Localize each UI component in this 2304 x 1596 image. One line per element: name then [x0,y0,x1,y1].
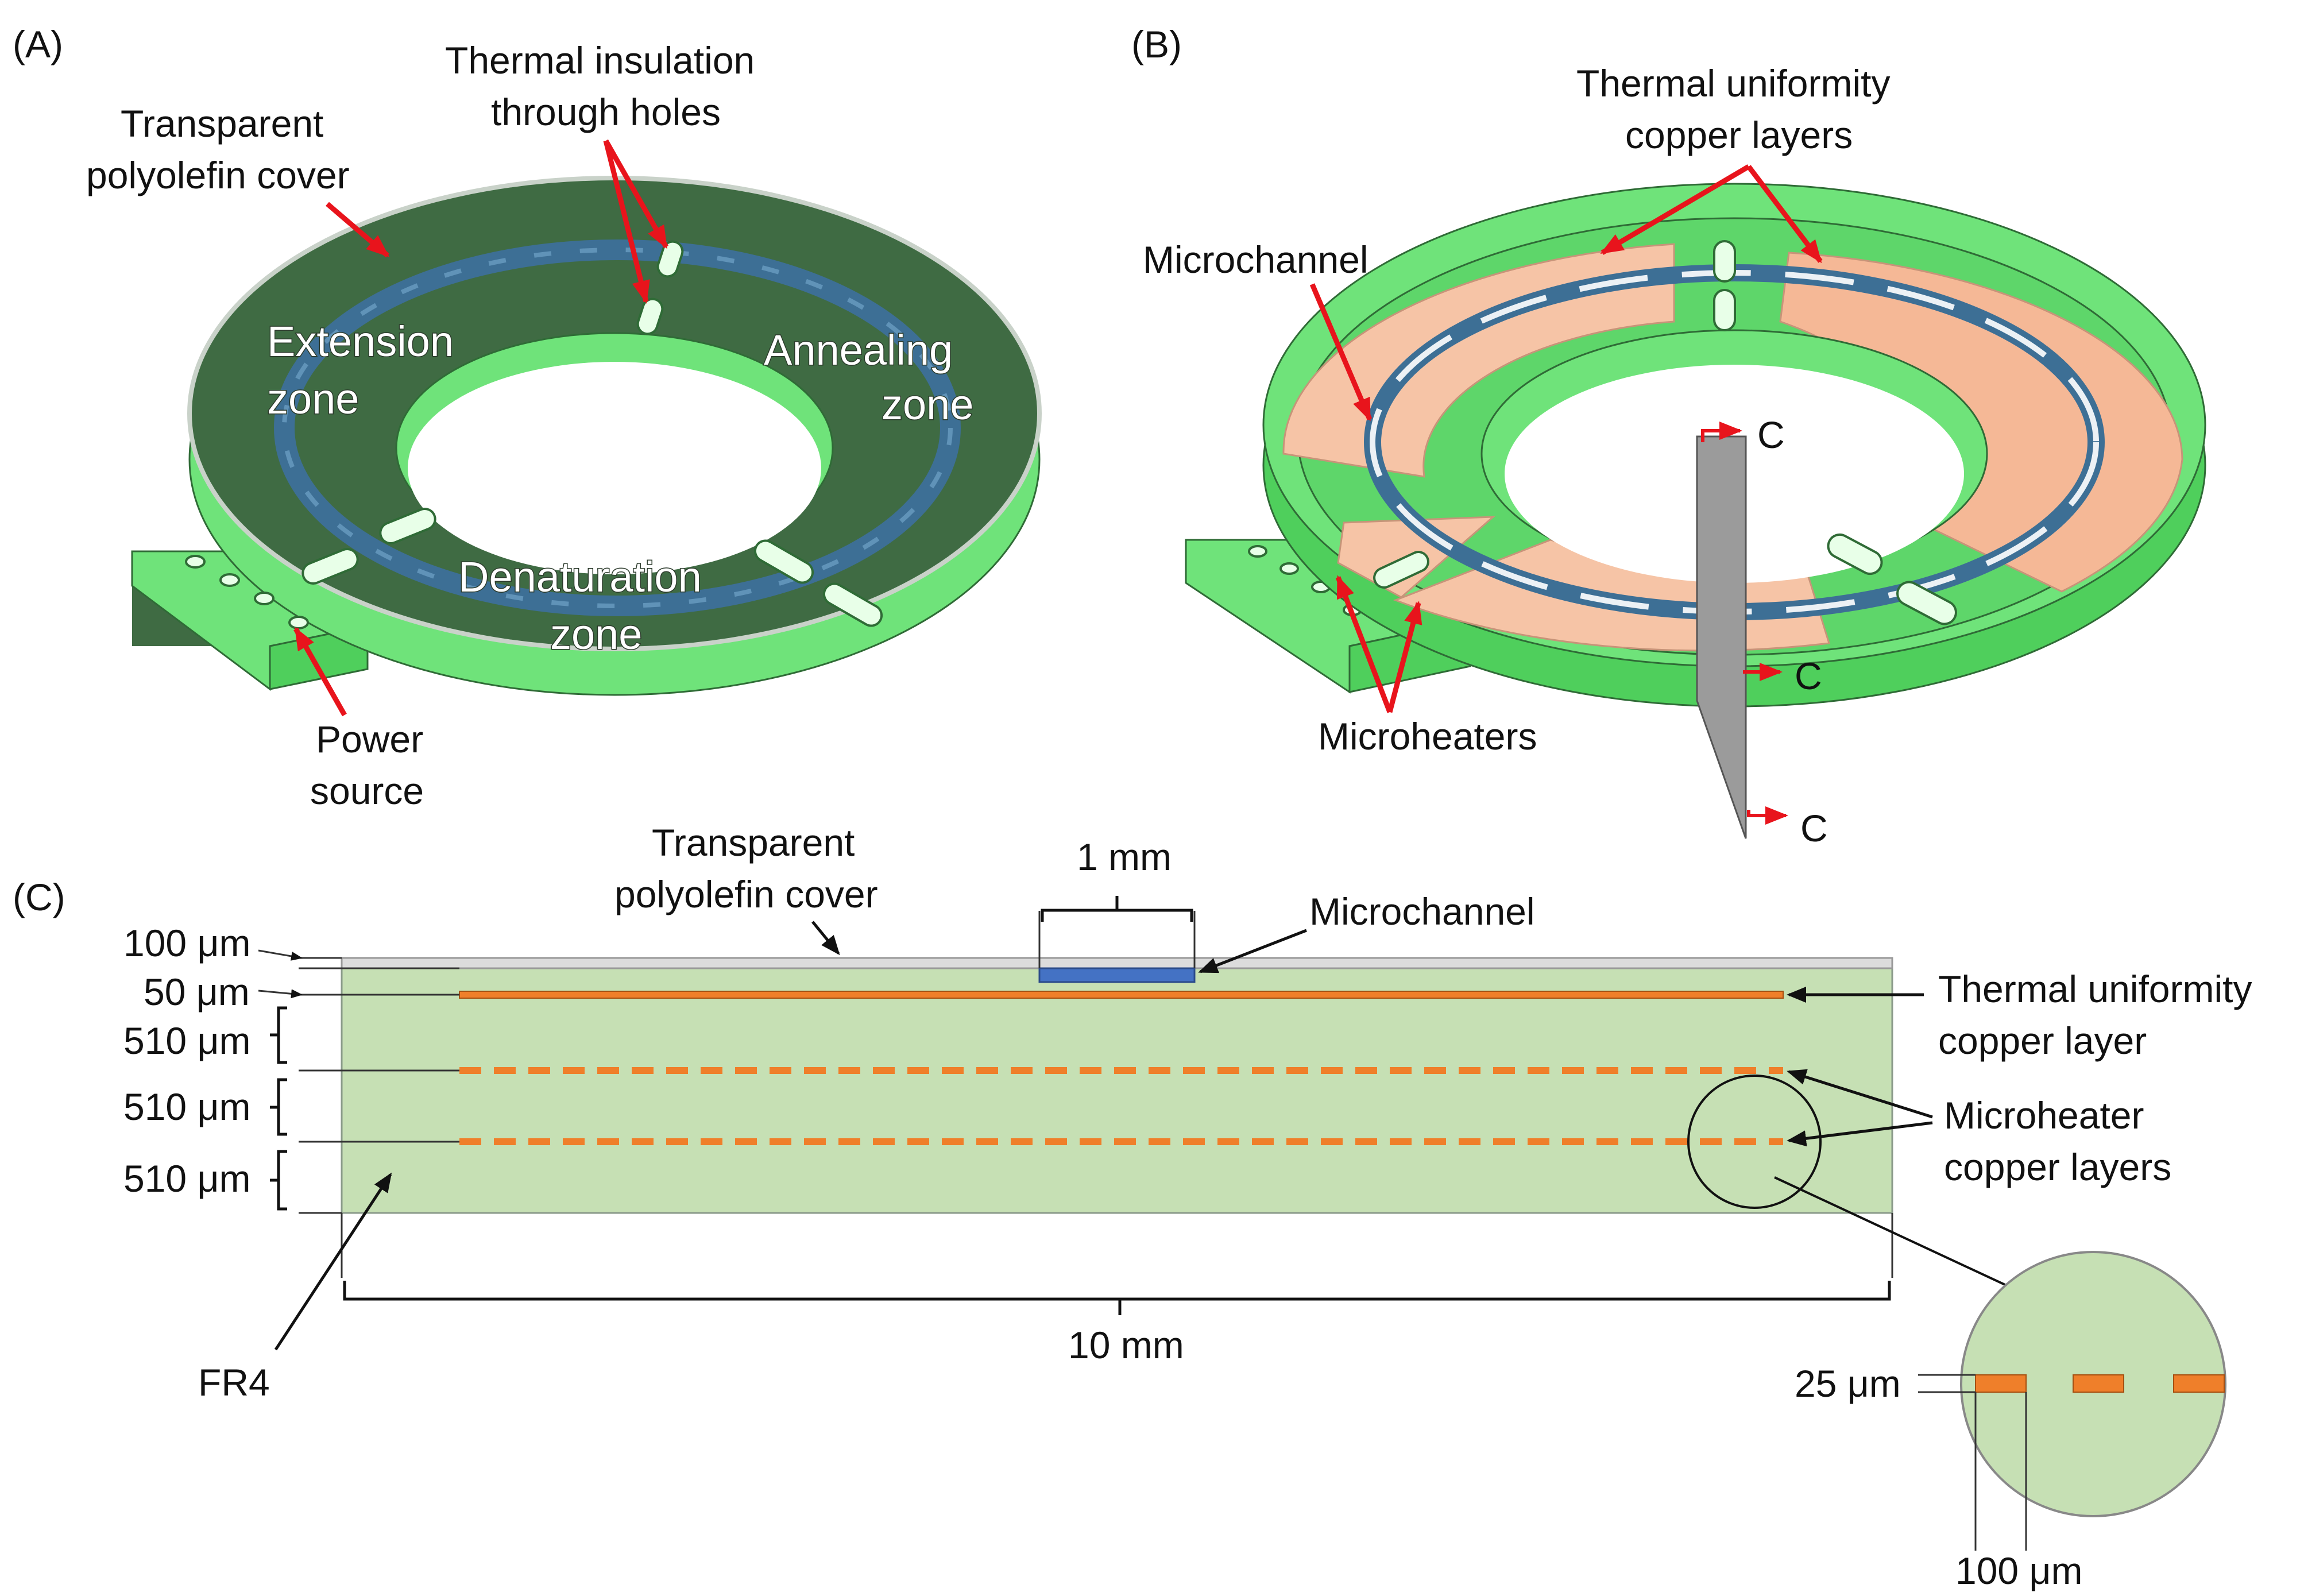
microchannel-label-c: Microchannel [1309,890,1535,933]
denaturation-zone-label: Denaturation [458,553,702,601]
panel-b: (B) [1131,23,2206,849]
cover-label-c-1: Transparent [652,821,855,864]
cover-layer [341,957,1893,969]
cover-arrow-a [326,202,390,258]
denaturation-zone-label-2: zone [550,610,642,658]
dim-50: 50 μm [144,971,250,1013]
cover-label-a-2: polyolefin cover [86,154,350,196]
holes-arrow-2 [603,140,650,304]
channel-width-bracket [1038,896,1196,968]
extension-zone-label-2: zone [267,375,359,423]
panel-c: (C) 100 μm 50 μm 510 μm 510 μm 510 μm [13,821,2252,1592]
fr4-label: FR4 [198,1361,270,1404]
heater-arrow-c-2 [1787,1121,1933,1147]
extension-zone-label: Extension [267,318,454,365]
panel-a: (A) [13,23,1042,812]
holes-label-2: through holes [491,91,721,133]
left-dimensions [258,949,459,1214]
copper-arrow-b-2 [1746,165,1823,264]
width-label: 10 mm [1068,1324,1184,1366]
channel-width-label: 1 mm [1077,836,1172,878]
holes-label-1: Thermal insulation [445,39,755,82]
microchannel-arrow-c [1198,929,1307,973]
cover-arrow-c [811,921,840,956]
power-label-1: Power [316,718,423,760]
section-plane [1696,435,1747,839]
section-markers [1701,422,1788,825]
fr4-body [341,965,1893,1214]
dim-100: 100 μm [123,922,250,964]
copper-label-c-2: copper layer [1938,1019,2147,1062]
dim-510-a: 510 μm [123,1019,250,1062]
power-source-pins [185,555,309,629]
copper-label-b-1: Thermal uniformity [1576,62,1890,105]
cover-label-c-2: polyolefin cover [614,873,878,915]
annealing-zone-label-2: zone [882,381,973,428]
microheaters-label: Microheaters [1318,715,1537,758]
cover-label-a-1: Transparent [121,102,323,145]
panel-c-label: (C) [13,876,65,918]
panel-a-label: (A) [13,23,63,65]
panel-b-label: (B) [1131,23,1182,65]
holes-arrow-1 [604,139,668,249]
microheaters-arrow-1 [1335,575,1393,713]
heater-arrow-c-1 [1787,1069,1933,1119]
fr4-arrow [274,1172,392,1351]
zoom-100-label: 100 μm [1955,1549,2082,1592]
annealing-zone-label: Annealing [764,326,953,374]
microchannel-section [1038,967,1196,983]
section-c-3: C [1800,807,1828,849]
section-c-2: C [1795,655,1822,697]
heater-label-c-2: copper layers [1944,1146,2171,1188]
section-c-1: C [1757,414,1785,456]
microchannel-arrow-b [1309,283,1373,422]
zoom-callout [1687,1075,2226,1551]
copper-uniformity-layer [459,991,1784,999]
microheaters-arrow-2 [1387,601,1422,713]
dim-510-b: 510 μm [123,1085,250,1128]
width-bracket [341,1213,1893,1315]
heater-label-c-1: Microheater [1944,1094,2144,1137]
copper-label-c-1: Thermal uniformity [1938,968,2252,1010]
copper-label-b-2: copper layers [1625,114,1853,156]
power-label-2: source [310,770,424,812]
zoom-25-label: 25 μm [1795,1362,1901,1405]
dim-510-c: 510 μm [123,1157,250,1200]
copper-arrow-b-1 [1600,164,1750,255]
insulation-holes-b [1373,240,1957,625]
microchannel-label-b: Microchannel [1143,238,1369,281]
insulation-holes-a [301,240,883,627]
power-arrow [293,627,347,717]
